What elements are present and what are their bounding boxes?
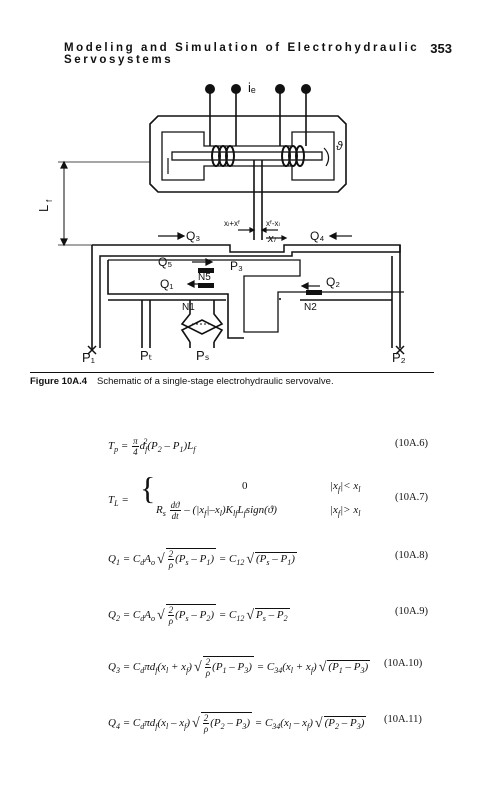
label-q4: Q₄ [310,229,324,243]
equation-number: (10A.8) [395,550,428,561]
label-xlxf-plus: xₗ+xᶠ [224,219,240,228]
label-q3: Q₃ [186,229,200,243]
servovalve-schematic: iₑ ϑ L f Q₃ Q₄ xₗ+xᶠ xᶠ-xₗ xₗ Q₅ P₃ N5 Q… [36,80,406,365]
label-pt: Pₜ [140,348,153,363]
label-q2: Q₂ [326,275,340,289]
label-xl: xₗ [267,233,277,245]
label-p2: P₂ [392,350,406,365]
label-lf: L [36,205,51,212]
page-number: 353 [430,41,452,56]
equation-number: (10A.11) [384,714,422,725]
caption-label: Figure 10A.4 [30,376,88,387]
caption-text: Schematic of a single-stage electrohydra… [97,376,334,387]
case1-value: 0 [242,480,248,492]
motor-housing [149,115,347,193]
label-ie: iₑ [248,80,256,95]
figure-caption: Figure 10A.4 Schematic of a single-stage … [30,376,334,387]
theta-arrow [323,147,330,167]
label-lf-sub: f [45,199,54,202]
label-xlxf-minus: xᶠ-xₗ [266,219,280,228]
label-q5: Q₅ [158,255,172,269]
label-p1: P₁ [82,350,96,365]
equation-number: (10A.9) [395,606,428,617]
equation-number: (10A.10) [384,658,423,669]
running-header: Modeling and Simulation of Electrohydrau… [64,41,452,66]
equation-number: (10A.6) [395,438,428,449]
running-title: Modeling and Simulation of Electrohydrau… [64,42,420,66]
label-theta: ϑ [336,139,343,153]
label-n5: N5 [198,272,211,283]
equation-number: (10A.7) [395,492,428,503]
caption-rule [30,372,434,373]
label-n1: N1 [182,302,195,313]
label-n2: N2 [304,302,317,313]
label-q1: Q₁ [160,277,173,291]
label-p3: P₃ [230,259,243,273]
label-ps: Pₛ [196,348,210,363]
